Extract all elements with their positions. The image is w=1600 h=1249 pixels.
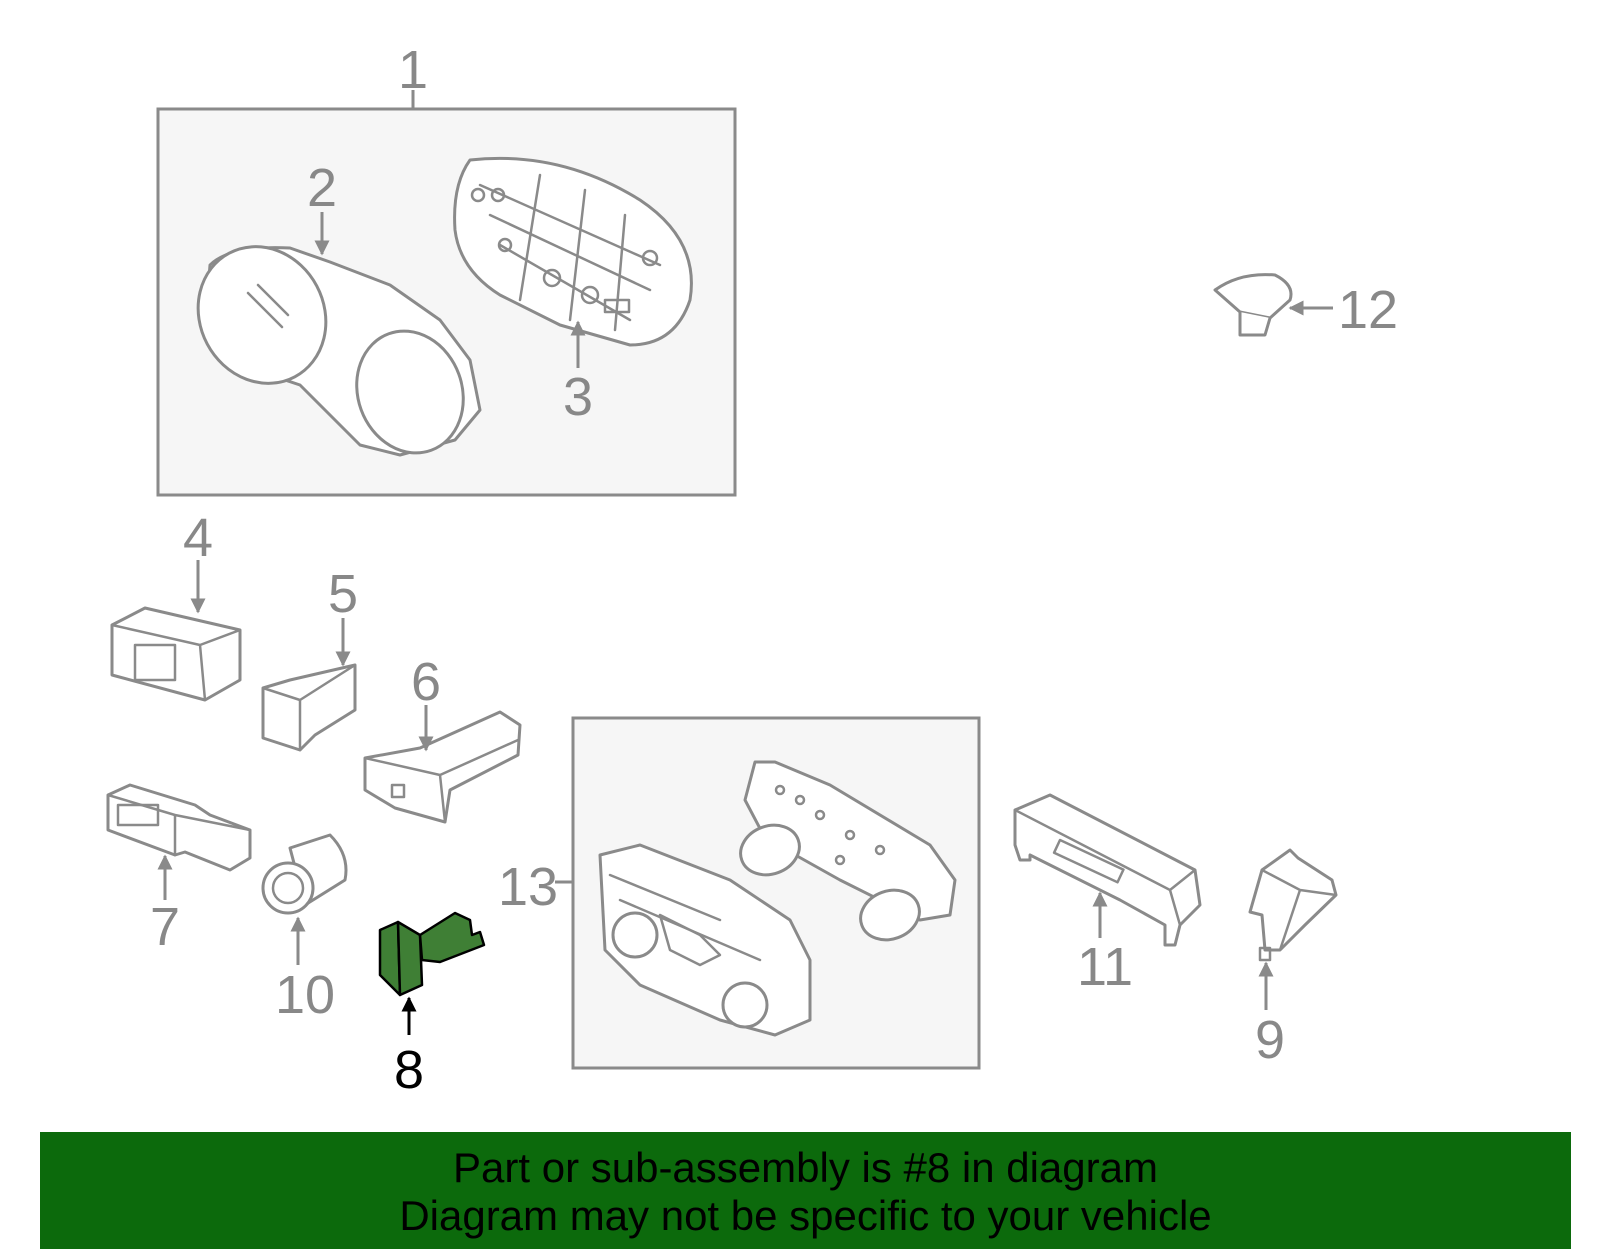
callout-5[interactable]: 5 [328, 564, 358, 624]
banner-line-1: Part or sub-assembly is #8 in diagram [453, 1144, 1158, 1191]
part-7-switch[interactable] [106, 783, 252, 872]
callout-11[interactable]: 11 [1077, 937, 1133, 997]
part-8-highlighted[interactable] [378, 911, 486, 997]
part-13-control-panel[interactable] [598, 760, 957, 1037]
callout-3[interactable]: 3 [563, 367, 593, 427]
callout-10[interactable]: 10 [275, 965, 335, 1025]
part-11-trim[interactable] [1013, 793, 1202, 947]
part-6-switch[interactable] [363, 710, 522, 824]
banner-line-2: Diagram may not be specific to your vehi… [399, 1192, 1212, 1239]
callout-9[interactable]: 9 [1255, 1010, 1285, 1070]
part-3-cluster-case[interactable] [453, 156, 693, 347]
part-4-switch[interactable] [110, 606, 242, 702]
callout-4[interactable]: 4 [183, 508, 213, 568]
callout-8[interactable]: 8 [394, 1040, 424, 1100]
callout-6[interactable]: 6 [411, 652, 441, 712]
callout-13[interactable]: 13 [498, 857, 558, 917]
callout-7[interactable]: 7 [150, 897, 180, 957]
part-9-sensor[interactable] [1248, 848, 1338, 962]
callout-2[interactable]: 2 [307, 158, 337, 218]
callout-12[interactable]: 12 [1338, 280, 1398, 340]
info-banner: Part or sub-assembly is #8 in diagram Di… [40, 1132, 1571, 1249]
part-10-button[interactable] [261, 833, 348, 915]
part-12-cap[interactable] [1213, 273, 1293, 337]
part-2-cluster-lens[interactable] [174, 224, 482, 468]
part-5-switch[interactable] [261, 663, 357, 752]
callout-1[interactable]: 1 [398, 40, 428, 100]
